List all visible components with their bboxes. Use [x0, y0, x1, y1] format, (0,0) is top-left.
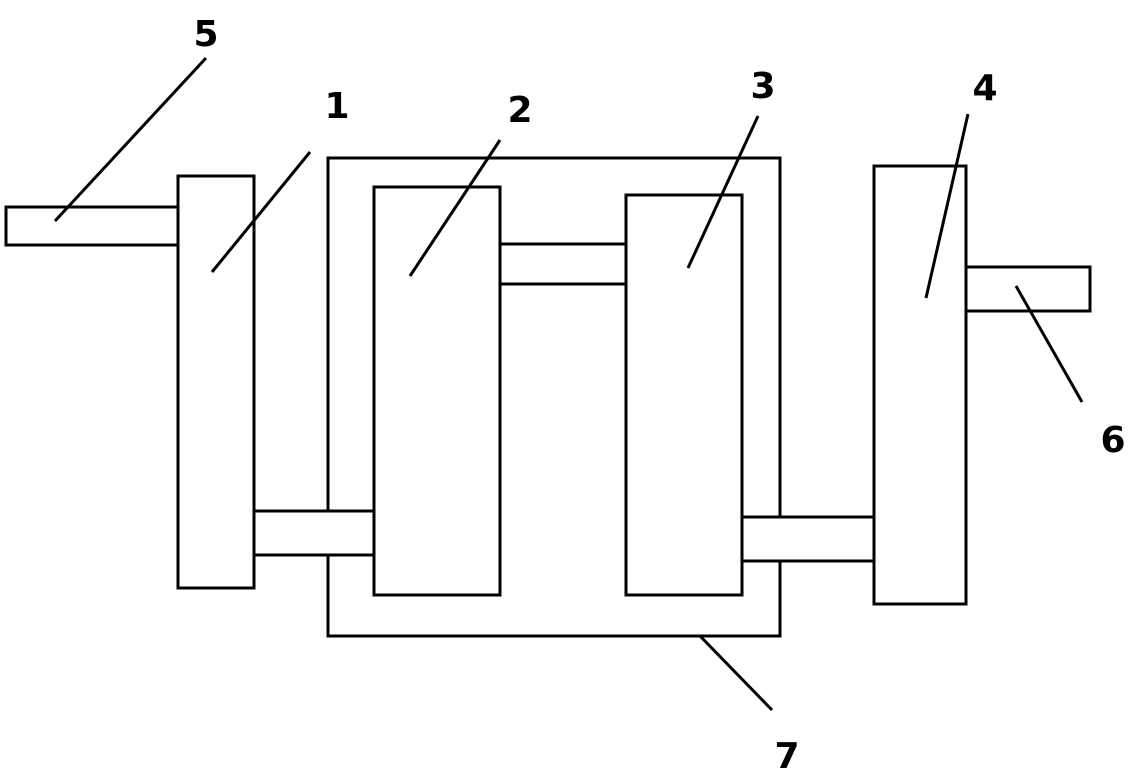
label-1: 1	[324, 86, 349, 127]
leader-line-5	[53, 56, 208, 223]
label-2: 2	[507, 90, 532, 131]
connector-2-3	[498, 242, 628, 286]
label-3: 3	[750, 66, 775, 107]
label-7: 7	[774, 736, 799, 777]
connector-1-2	[252, 509, 382, 557]
shaft-6	[964, 265, 1092, 313]
block-4	[872, 164, 968, 606]
label-5: 5	[193, 14, 218, 55]
block-2	[372, 185, 502, 597]
label-4: 4	[972, 68, 997, 109]
leader-line-7	[698, 634, 774, 712]
leader-line-3	[686, 115, 760, 269]
connector-3-4	[738, 515, 876, 563]
leader-line-2	[408, 139, 502, 277]
leader-line-1	[210, 151, 312, 273]
leader-line-6	[1014, 285, 1084, 403]
block-1	[176, 174, 256, 590]
leader-line-4	[924, 113, 970, 299]
label-6: 6	[1100, 420, 1125, 461]
shaft-5	[4, 205, 180, 247]
block-3	[624, 193, 744, 597]
